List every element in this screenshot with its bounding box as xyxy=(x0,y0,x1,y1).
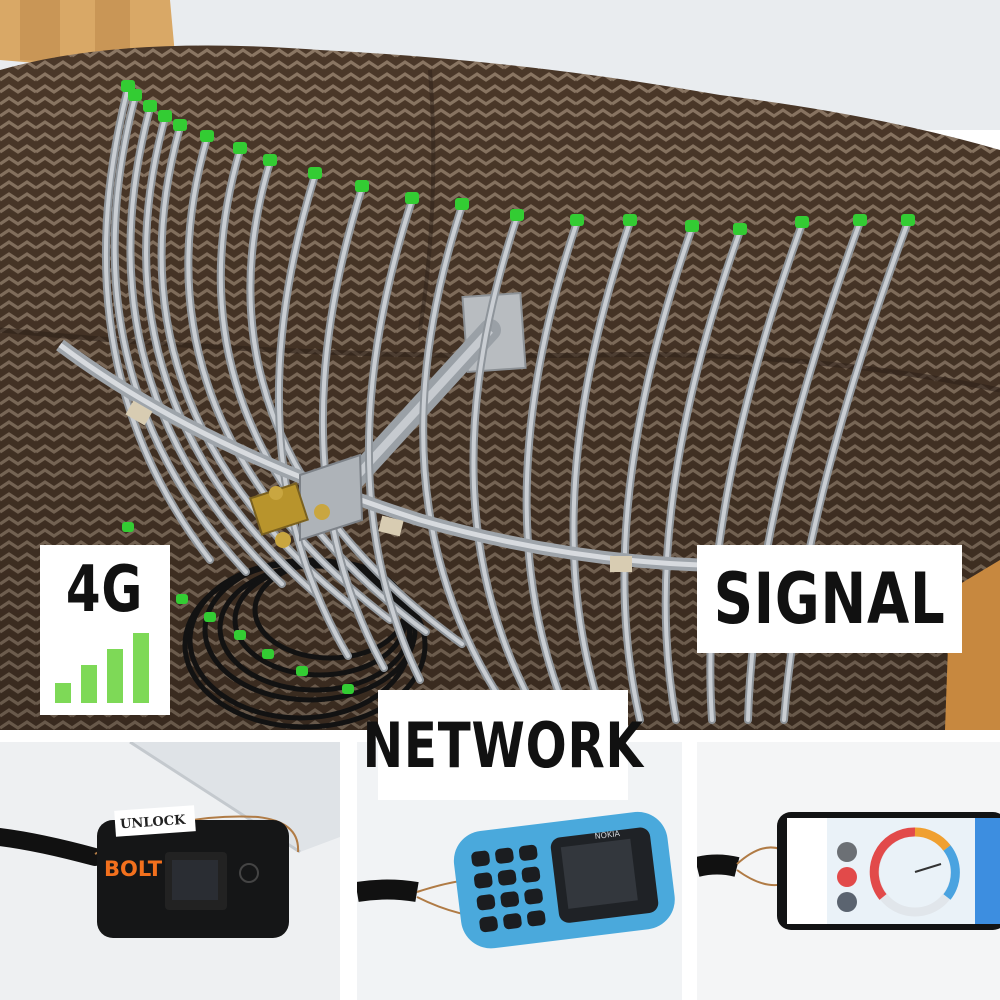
network-badge: NETWORK xyxy=(362,690,643,800)
signal-strength-icon xyxy=(55,633,155,703)
antenna-cap xyxy=(623,214,637,226)
signal-label: SIGNAL xyxy=(713,558,946,640)
antenna-cap xyxy=(795,216,809,228)
technology-label: 4G xyxy=(66,553,144,627)
antenna-cap xyxy=(128,89,142,101)
antenna-cap xyxy=(263,154,277,166)
technology-badge: 4G xyxy=(40,545,170,715)
antenna-rod-highlight xyxy=(276,173,350,658)
antenna-cap xyxy=(733,223,747,235)
keypad-key xyxy=(521,866,541,883)
keypad-key xyxy=(497,869,517,886)
network-label: NETWORK xyxy=(362,708,644,782)
antenna-cap xyxy=(342,684,354,694)
antenna-cap xyxy=(901,214,915,226)
antenna-rod-highlight xyxy=(571,220,632,722)
keypad-key xyxy=(471,850,490,867)
antenna-cap xyxy=(685,220,699,232)
antenna-cap xyxy=(405,192,419,204)
modem-sticker-text: UNLOCK xyxy=(120,813,187,833)
antenna-rod-highlight xyxy=(471,215,534,706)
antenna-rod-highlight xyxy=(159,125,356,610)
antenna-rod-highlight xyxy=(128,106,284,586)
antenna-rod-highlight xyxy=(524,220,579,718)
phone-brand-logo: NOKIA xyxy=(594,829,621,841)
antenna-rod-highlight xyxy=(663,229,742,722)
keypad-key xyxy=(476,894,496,911)
signal-bar xyxy=(107,649,123,703)
antenna-rod-highlight xyxy=(144,116,320,598)
antenna-rod-highlight xyxy=(746,220,862,722)
keypad-key xyxy=(526,910,546,927)
antenna-cap xyxy=(234,630,246,640)
antenna-cap xyxy=(143,100,157,112)
antenna-cap xyxy=(296,666,308,676)
keypad-key xyxy=(503,913,522,930)
antenna-cap xyxy=(455,198,469,210)
antenna-cap xyxy=(262,649,274,659)
antenna-cap xyxy=(176,594,188,604)
antenna-rod-highlight xyxy=(708,222,804,722)
antenna-rod-highlight xyxy=(103,86,212,562)
antenna-rod-highlight xyxy=(622,226,694,722)
antenna-rod-highlight xyxy=(112,95,248,574)
keypad-key xyxy=(518,844,538,861)
antenna-cap xyxy=(122,522,134,532)
smartphone-photo xyxy=(697,742,1000,1000)
antenna-cap xyxy=(355,180,369,192)
antenna-cap xyxy=(853,214,867,226)
modem-brand-logo: BOLT xyxy=(104,857,163,881)
modem-photo: UNLOCK BOLT xyxy=(0,742,340,1000)
antenna-cap xyxy=(510,209,524,221)
keypad-key xyxy=(479,916,498,933)
antenna-cap xyxy=(308,167,322,179)
antenna-cap xyxy=(204,612,216,622)
signal-bar xyxy=(81,665,97,703)
keypad-key xyxy=(500,891,520,908)
signal-badge: SIGNAL xyxy=(697,545,962,653)
keypad-key xyxy=(524,888,543,905)
antenna-cap xyxy=(158,110,172,122)
antenna-rod-highlight xyxy=(320,186,386,670)
signal-bar xyxy=(133,633,149,703)
antenna-rod-highlight xyxy=(218,148,428,634)
antenna-rod-highlight xyxy=(186,136,392,622)
signal-bar xyxy=(55,683,71,703)
antenna-rod-highlight xyxy=(782,220,910,722)
keypad-key xyxy=(495,847,514,864)
antenna-rod-highlight xyxy=(366,198,422,682)
antenna-cap xyxy=(173,119,187,131)
antenna-cap xyxy=(233,142,247,154)
antenna-cap xyxy=(570,214,584,226)
antenna-rod-highlight xyxy=(421,204,498,694)
keypad-key xyxy=(473,872,493,889)
antenna-cap xyxy=(200,130,214,142)
